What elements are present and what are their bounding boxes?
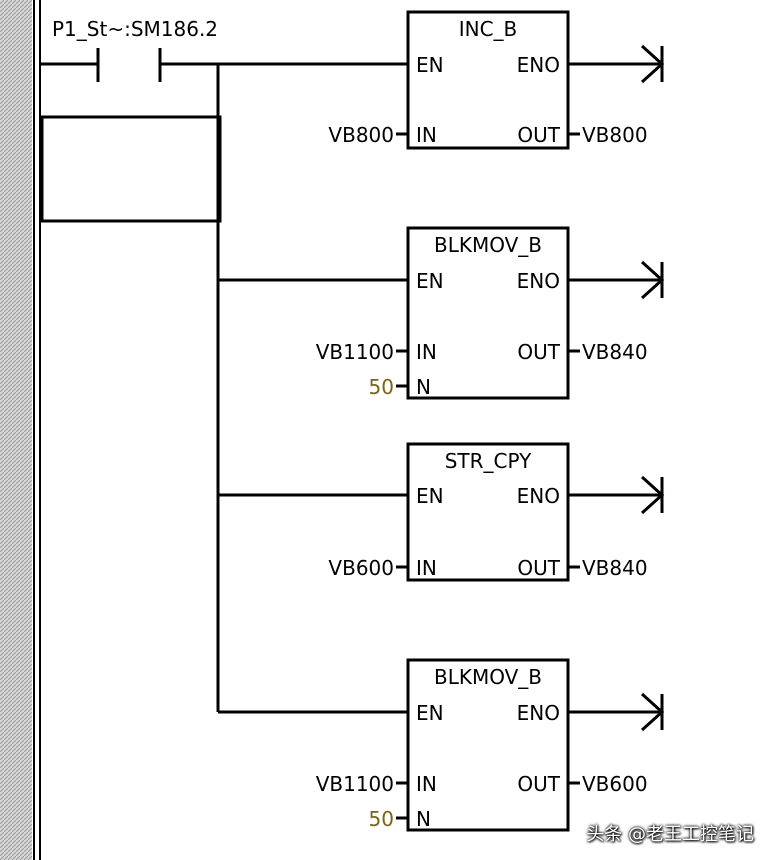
pin-in: IN <box>416 772 437 796</box>
block-frame <box>406 226 570 400</box>
block-title: STR_CPY <box>445 449 532 473</box>
coil-arrow-icon <box>640 260 665 300</box>
block-title: BLKMOV_B <box>434 665 542 689</box>
block-title: BLKMOV_B <box>434 233 542 257</box>
pin-n: N <box>416 375 431 399</box>
block-title: INC_B <box>459 17 518 41</box>
in-variable[interactable]: VB1100 <box>316 772 394 796</box>
pin-eno: ENO <box>517 701 560 725</box>
n-constant[interactable]: 50 <box>369 375 394 399</box>
contact-label: P1_St~:SM186.2 <box>52 17 218 41</box>
coil-arrow-icon <box>640 44 665 84</box>
out-variable[interactable]: VB800 <box>582 123 648 147</box>
pin-out: OUT <box>517 340 560 364</box>
left-margin-hatch <box>0 0 32 860</box>
in-variable[interactable]: VB800 <box>328 123 394 147</box>
pin-out: OUT <box>517 556 560 580</box>
block-frame <box>406 10 570 150</box>
pin-in: IN <box>416 556 437 580</box>
out-variable[interactable]: VB600 <box>582 772 648 796</box>
pin-n: N <box>416 807 431 831</box>
coil-arrow-icon <box>640 692 665 732</box>
out-variable[interactable]: VB840 <box>582 556 648 580</box>
in-variable[interactable]: VB1100 <box>316 340 394 364</box>
pin-out: OUT <box>517 772 560 796</box>
function-block-blkmov-b[interactable]: BLKMOV_B EN ENO IN OUT N <box>406 226 570 400</box>
pin-en: EN <box>416 53 444 77</box>
out-variable[interactable]: VB840 <box>582 340 648 364</box>
pin-in: IN <box>416 340 437 364</box>
pin-en: EN <box>416 484 444 508</box>
pin-eno: ENO <box>517 484 560 508</box>
pin-eno: ENO <box>517 53 560 77</box>
function-block-inc-b[interactable]: INC_B EN ENO IN OUT <box>406 10 570 150</box>
block-frame <box>406 658 570 832</box>
pin-en: EN <box>416 701 444 725</box>
pin-in: IN <box>416 123 437 147</box>
function-block-blkmov-b-2[interactable]: BLKMOV_B EN ENO IN OUT N <box>406 658 570 832</box>
pin-out: OUT <box>517 123 560 147</box>
watermark: 头条 @老王工控笔记 <box>586 824 754 845</box>
coil-arrow-icon <box>640 475 665 515</box>
block-frame <box>406 442 570 582</box>
function-block-str-cpy[interactable]: STR_CPY EN ENO IN OUT <box>406 442 570 582</box>
empty-network-cell[interactable] <box>40 115 222 223</box>
pin-en: EN <box>416 269 444 293</box>
pin-eno: ENO <box>517 269 560 293</box>
in-variable[interactable]: VB600 <box>328 556 394 580</box>
n-constant[interactable]: 50 <box>369 807 394 831</box>
